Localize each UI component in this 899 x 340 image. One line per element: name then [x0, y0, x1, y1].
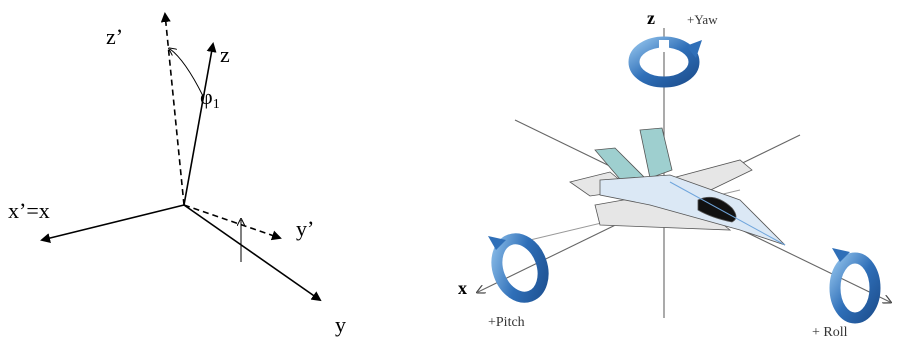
yaw-rotation-icon: [628, 36, 702, 88]
label-phi: φ1: [200, 84, 220, 112]
rotation-frame-svg: z’ z φ1 x’=x y’ y: [8, 12, 346, 337]
label-z: z: [220, 42, 230, 67]
y-axis: [183, 204, 322, 302]
label-x-prime-eq-x: x’=x: [8, 198, 50, 223]
label-z-prime: z’: [106, 24, 123, 49]
label-z: z: [647, 8, 655, 28]
y-prime-axis: [183, 204, 282, 241]
phi-rotation-arc: [170, 49, 204, 97]
label-roll: + Roll: [812, 325, 848, 340]
aircraft-axes-svg: z +Yaw x +Pitch + Roll: [458, 8, 899, 340]
aircraft-axes-diagram: z +Yaw x +Pitch + Roll: [440, 0, 899, 340]
pitch-rotation-icon: [488, 233, 549, 303]
z-prime-axis: [160, 12, 185, 206]
x-axis: [40, 204, 185, 243]
aircraft-canopy: [697, 196, 737, 223]
label-pitch: +Pitch: [488, 315, 525, 330]
aircraft-fuselage: [599, 174, 786, 246]
label-x: x: [458, 278, 467, 298]
aircraft-illustration: [569, 127, 786, 246]
rotation-frame-diagram: z’ z φ1 x’=x y’ y: [0, 0, 440, 340]
aircraft-tail-right: [639, 127, 673, 179]
label-yaw: +Yaw: [687, 12, 718, 27]
label-y: y: [335, 312, 346, 337]
z-axis: [183, 42, 217, 206]
label-y-prime: y’: [296, 216, 314, 241]
roll-rotation-icon: [829, 248, 881, 324]
